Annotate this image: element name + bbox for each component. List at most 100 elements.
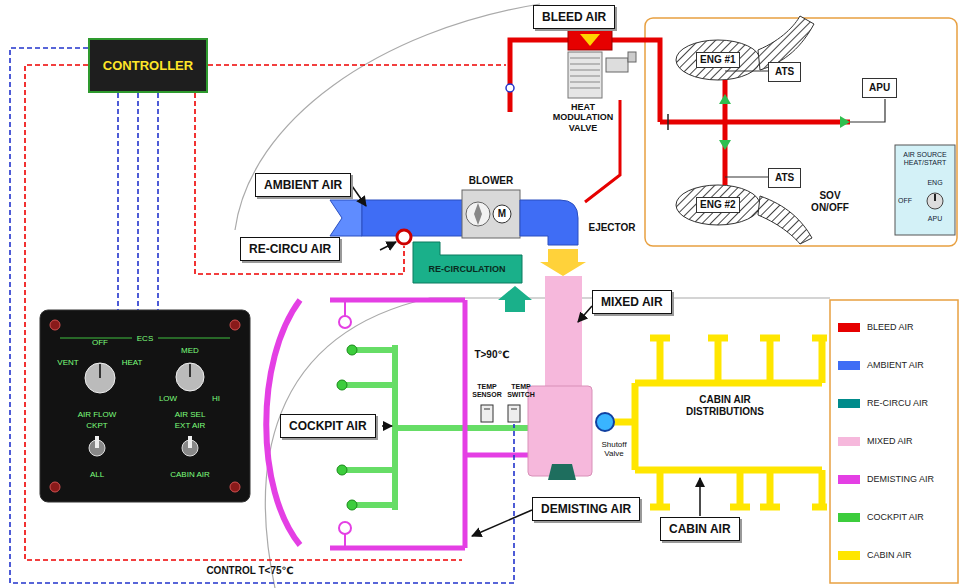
temp-devices — [511, 409, 517, 410]
callout-leader — [472, 510, 532, 536]
ecs-panel — [95, 436, 99, 448]
temp-devices — [481, 405, 493, 422]
cockpit-duct — [345, 467, 395, 473]
temp-devices — [484, 409, 490, 410]
blower-duct — [493, 205, 511, 223]
control-wire — [117, 93, 119, 310]
legend-text: AMBIENT AIR — [867, 360, 924, 370]
ecs-panel — [40, 310, 250, 502]
diagram-label: EJECTOR — [588, 222, 635, 234]
cabin-duct — [819, 470, 826, 505]
callout-box: RE-CIRCU AIR — [240, 237, 340, 261]
ats-links — [850, 99, 885, 122]
legend-swatch — [838, 323, 860, 332]
panel-text: MED — [181, 346, 199, 355]
diagram-label: TEMP SENSOR — [472, 383, 502, 399]
mixing-chamber — [545, 276, 582, 388]
cockpit-duct — [395, 425, 528, 431]
bleed-valves — [719, 94, 731, 104]
bleed-air-pipe — [510, 40, 568, 112]
heat-modulation-valve — [570, 64, 600, 65]
control-wire-blue — [10, 48, 514, 583]
box-text: ATS — [775, 66, 794, 77]
callout-leader — [578, 306, 592, 322]
legend-row: BLEED AIR — [838, 322, 914, 332]
legend-text: CABIN AIR — [867, 550, 912, 560]
demisting-outlet — [339, 522, 351, 534]
blower-duct — [462, 190, 520, 238]
box-text: CONTROLLER — [103, 58, 193, 73]
callout-box: AMBIENT AIR — [255, 173, 351, 197]
bleed-valves — [667, 114, 669, 130]
panel-text: VENT — [57, 358, 78, 367]
callout-box: COCKPIT AIR — [280, 414, 376, 438]
ats-links — [725, 70, 768, 71]
legend-text: DEMISTING AIR — [867, 474, 934, 484]
cabin-duct — [650, 335, 670, 342]
diagram-label: M — [498, 208, 506, 220]
demisting-duct — [463, 300, 468, 548]
air-source-panel — [895, 145, 955, 235]
ecs-panel — [40, 310, 250, 502]
panel-text: AIR SEL — [175, 410, 206, 419]
box-text: AMBIENT AIR — [264, 178, 342, 192]
ecs-panel — [158, 338, 230, 339]
ats-box: ATS — [768, 168, 801, 188]
heat-modulation-valve — [568, 30, 636, 98]
legend-row: DEMISTING AIR — [838, 474, 934, 484]
callout-box: DEMISTING AIR — [532, 497, 640, 521]
cabin-duct — [650, 504, 670, 511]
demisting-outlet — [339, 316, 351, 328]
callout-box: CABIN AIR — [660, 517, 740, 541]
callout-leader — [380, 242, 396, 250]
legend-swatch — [838, 551, 860, 560]
box-text: DEMISTING AIR — [541, 502, 631, 516]
panel-text: CKPT — [86, 421, 107, 430]
diagram-label: RE-CIRCULATION — [429, 264, 506, 274]
heat-modulation-valve — [568, 30, 612, 50]
ecs-panel — [85, 363, 115, 393]
control-wire-red — [25, 65, 462, 560]
cabin-duct — [760, 504, 780, 511]
temp-devices — [481, 405, 520, 422]
panel-text: CABIN AIR — [170, 470, 210, 479]
cockpit-duct — [345, 382, 395, 388]
heat-modulation-valve — [568, 52, 602, 98]
engine-label: ENG #2 — [696, 197, 740, 213]
engine-figure — [676, 185, 760, 225]
box-text: RE-CIRCU AIR — [249, 242, 331, 256]
heat-modulation-valve — [570, 58, 600, 59]
diagram-label: CABIN AIR DISTRIBUTIONS — [675, 394, 775, 417]
cabin-duct — [715, 340, 722, 383]
ecs-panel — [230, 482, 240, 492]
ats-links — [725, 71, 885, 177]
cabin-duct — [657, 340, 664, 383]
control-wire — [137, 93, 139, 310]
engine-figure — [676, 16, 814, 244]
recirculation-duct — [413, 242, 522, 283]
callout-box: MIXED AIR — [592, 290, 672, 314]
legend-swatch — [838, 361, 860, 370]
box-text: BLEED AIR — [542, 10, 606, 24]
blower-duct — [362, 200, 464, 236]
cabin-duct — [632, 383, 639, 470]
air-source-panel — [895, 145, 955, 235]
ats-links — [725, 176, 768, 177]
box-text: ENG #2 — [700, 199, 736, 210]
panel-text: AIR FLOW — [78, 410, 117, 419]
blower-duct — [466, 202, 490, 226]
cabin-duct — [657, 470, 664, 505]
engine-area-frame — [645, 18, 957, 246]
callout-leader — [382, 425, 392, 427]
controller-box: CONTROLLER — [88, 38, 208, 93]
panel-text: HEAT — [122, 358, 143, 367]
blower-duct — [540, 249, 586, 276]
ecs-panel — [176, 363, 204, 391]
legend-row: MIXED AIR — [838, 436, 913, 446]
cabin-duct — [767, 340, 774, 383]
cockpit-outlet — [347, 500, 357, 510]
box-text: MIXED AIR — [601, 295, 663, 309]
callout-leader — [699, 478, 701, 516]
